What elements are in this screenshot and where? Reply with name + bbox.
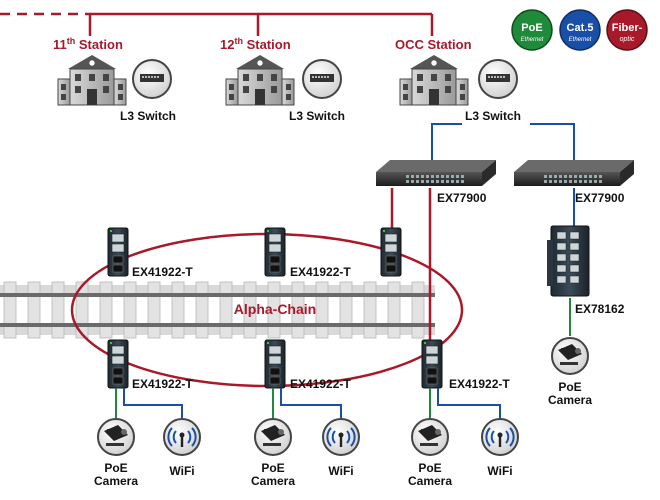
- camera-label: Camera: [94, 474, 138, 488]
- core-switch-label: EX77900: [575, 191, 625, 205]
- ring-switch-label: EX41922-T: [449, 377, 510, 391]
- ring-switch-label: EX41922-T: [132, 377, 193, 391]
- legend-poe: PoE Ethernet: [511, 9, 553, 51]
- station-building-icon: [57, 54, 127, 106]
- wifi-icon: [481, 418, 519, 456]
- camera-label: PoE: [104, 461, 127, 475]
- ring-label: Alpha-Chain: [234, 301, 316, 317]
- wifi-label: WiFi: [487, 464, 512, 478]
- svg-text:Fiber-: Fiber-: [612, 22, 643, 34]
- ring-switch-icon: [107, 227, 129, 277]
- station-name: OCC Station: [395, 37, 472, 52]
- ring-switch-label: EX41922-T: [290, 265, 351, 279]
- station-building-icon: [399, 54, 469, 106]
- ring-switch-icon: [264, 227, 286, 277]
- station-name: 12th Station: [220, 36, 291, 52]
- svg-text:Ethernet: Ethernet: [521, 37, 544, 43]
- l3-switch-label: L3 Switch: [289, 109, 345, 123]
- camera-icon: [97, 418, 135, 456]
- station-name: 11th Station: [53, 36, 123, 52]
- legend-cat5: Cat.5 Ethernet: [559, 9, 601, 51]
- wifi-label: WiFi: [169, 464, 194, 478]
- edge-switch-icon: [547, 225, 590, 297]
- camera-icon: [254, 418, 292, 456]
- camera-icon: [551, 337, 589, 375]
- core-switch-icon: [514, 160, 634, 186]
- wifi-label: WiFi: [328, 464, 353, 478]
- core-switch-icon: [376, 160, 496, 186]
- core-switch-label: EX77900: [437, 191, 487, 205]
- camera-label: PoE: [261, 461, 284, 475]
- ring-switch-icon: [264, 339, 286, 389]
- railway-track: [0, 281, 435, 339]
- ring-switch-label: EX41922-T: [132, 265, 193, 279]
- svg-text:Cat.5: Cat.5: [567, 22, 594, 34]
- l3-switch-label: L3 Switch: [465, 109, 521, 123]
- ring-switch-icon: [380, 227, 402, 277]
- l3-switch-icon: [302, 59, 342, 99]
- svg-text:Ethernet: Ethernet: [569, 37, 592, 43]
- wifi-icon: [163, 418, 201, 456]
- svg-text:optic: optic: [620, 36, 635, 43]
- ring-switch-label: EX41922-T: [290, 377, 351, 391]
- station-building-icon: [225, 54, 295, 106]
- camera-label: PoE: [558, 380, 581, 394]
- l3-switch-icon: [132, 59, 172, 99]
- camera-label: Camera: [408, 474, 452, 488]
- l3-switch-label: L3 Switch: [120, 109, 176, 123]
- ring-switch-icon: [421, 339, 443, 389]
- ring-switch-icon: [107, 339, 129, 389]
- camera-label: Camera: [548, 393, 592, 407]
- camera-icon: [411, 418, 449, 456]
- edge-switch-label: EX78162: [575, 302, 625, 316]
- svg-text:PoE: PoE: [521, 22, 542, 34]
- camera-label: PoE: [418, 461, 441, 475]
- camera-label: Camera: [251, 474, 295, 488]
- l3-switch-icon: [478, 59, 518, 99]
- wifi-icon: [322, 418, 360, 456]
- legend-fiber: Fiber- optic: [606, 9, 648, 51]
